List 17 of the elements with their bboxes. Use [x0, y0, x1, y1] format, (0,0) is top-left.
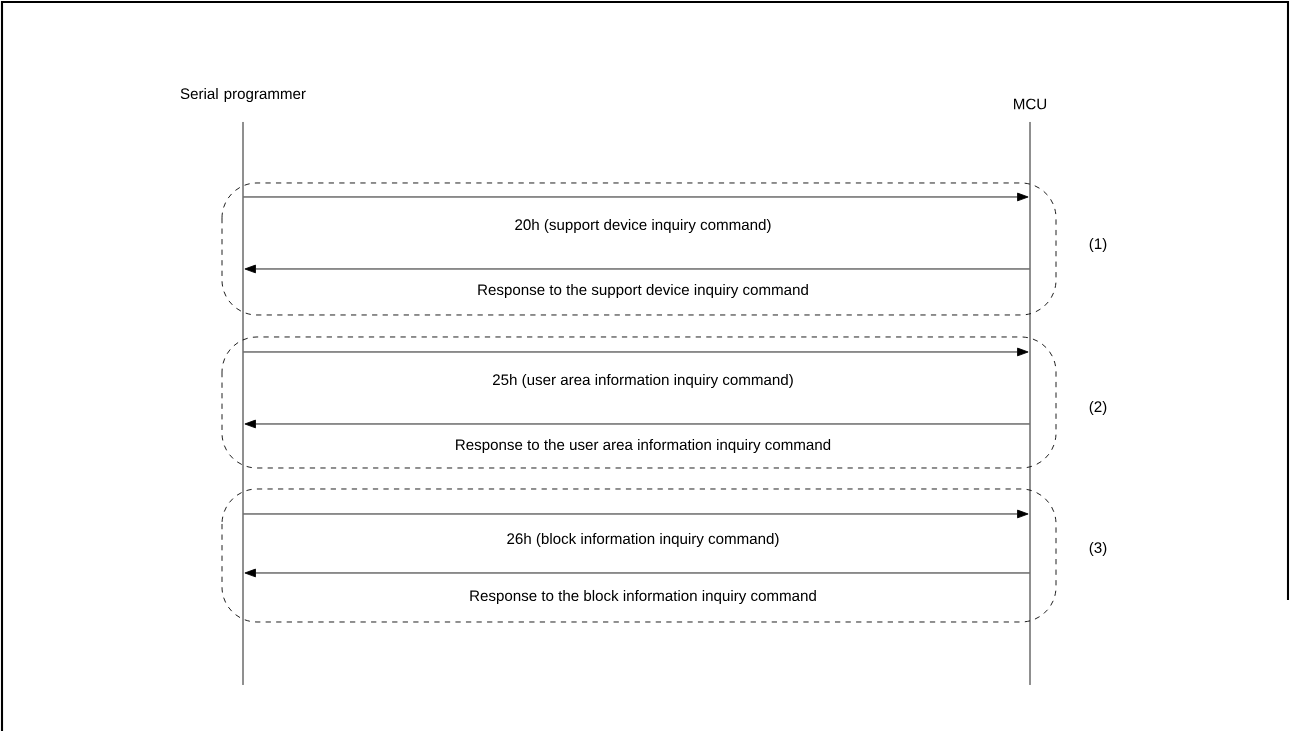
arrow — [244, 419, 1030, 429]
arrow — [244, 568, 1030, 578]
edge-label: 20h (support device inquiry command) — [515, 218, 771, 234]
step-number: (3) — [1089, 541, 1107, 556]
arrow — [243, 192, 1029, 202]
lifeline-header: Serial programmer — [180, 87, 306, 103]
edge-label: 26h (block information inquiry command) — [507, 532, 779, 548]
edge-label: Response to the block information inquiry command — [470, 589, 816, 605]
edge-label: 25h (user area information inquiry command) — [493, 373, 793, 389]
step-number: (2) — [1089, 400, 1107, 415]
arrow — [243, 347, 1029, 357]
edge-label: Response to the support device inquiry command — [478, 283, 808, 299]
arrow — [244, 264, 1030, 274]
lifeline-header: MCU — [1014, 98, 1047, 110]
edge-label: Response to the user area information inquiry command — [456, 438, 831, 454]
arrow — [243, 509, 1029, 519]
step-number: (1) — [1089, 237, 1107, 252]
